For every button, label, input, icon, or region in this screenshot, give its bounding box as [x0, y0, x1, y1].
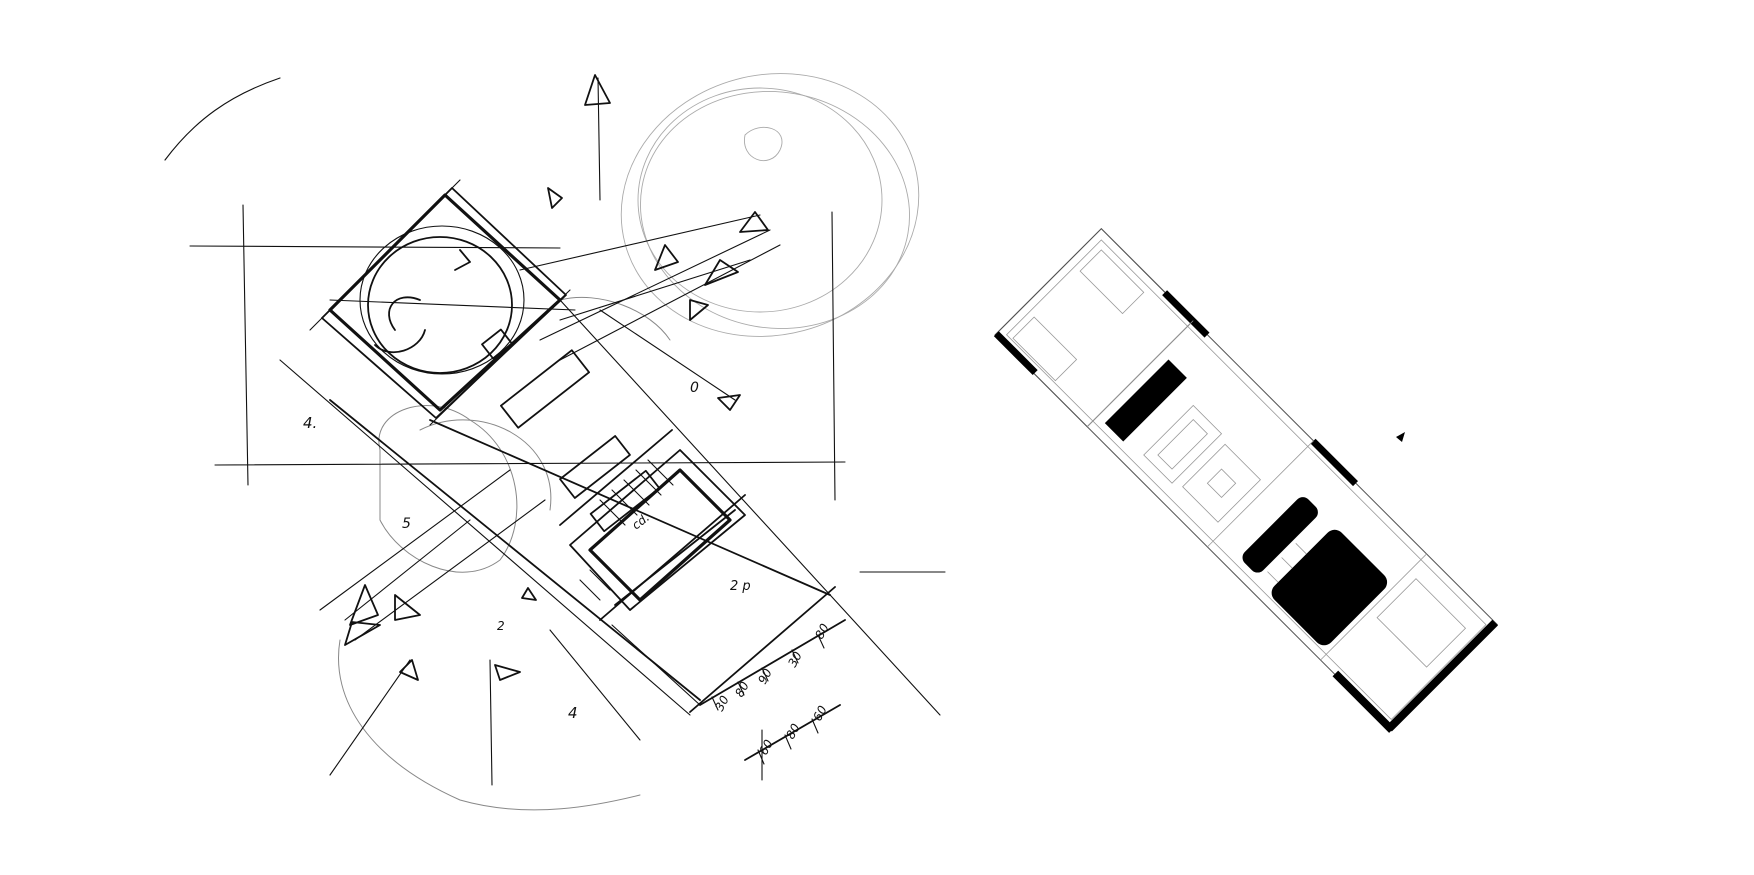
plan-wall [1162, 290, 1210, 338]
dim-label: 60 [756, 737, 776, 757]
sketch-label: 2 p [730, 579, 751, 594]
dim-label: 30 [785, 649, 805, 669]
sketch-building [279, 179, 941, 716]
sketch-label: 4 [568, 704, 578, 722]
plan-body [993, 227, 1499, 733]
sketch-label: 2 [497, 619, 505, 633]
sketch-label: 4. [303, 414, 317, 432]
dim-label: 60 [810, 703, 830, 723]
dim-label: 30 [712, 693, 732, 713]
plan-wall [1386, 619, 1499, 732]
north-arrow-icon [1396, 432, 1405, 442]
sketch-dimension-labels: 30 80 90 30 80 60 80 60 [712, 621, 832, 757]
sketch-annotations: 4. 5 2 4 2 p 0 cd. [303, 380, 751, 722]
sketch-dimension-chains [699, 619, 846, 781]
sketch-label: 0 [690, 380, 699, 396]
dim-label: 90 [755, 666, 775, 686]
plan-core [1271, 529, 1388, 646]
sketch-context-curves [164, 73, 920, 811]
plan-wall [1242, 497, 1318, 573]
dim-label: 80 [732, 679, 752, 699]
dim-label: 80 [783, 721, 803, 741]
sketch-label: 5 [402, 516, 411, 532]
plan-wall [1104, 359, 1187, 442]
plan-wall [1310, 438, 1358, 487]
plan-wall [1332, 670, 1395, 733]
dim-label: 80 [812, 621, 832, 641]
plan-wall [993, 331, 1038, 376]
plan-outline [994, 227, 1499, 732]
sketch-arrows [344, 74, 769, 681]
